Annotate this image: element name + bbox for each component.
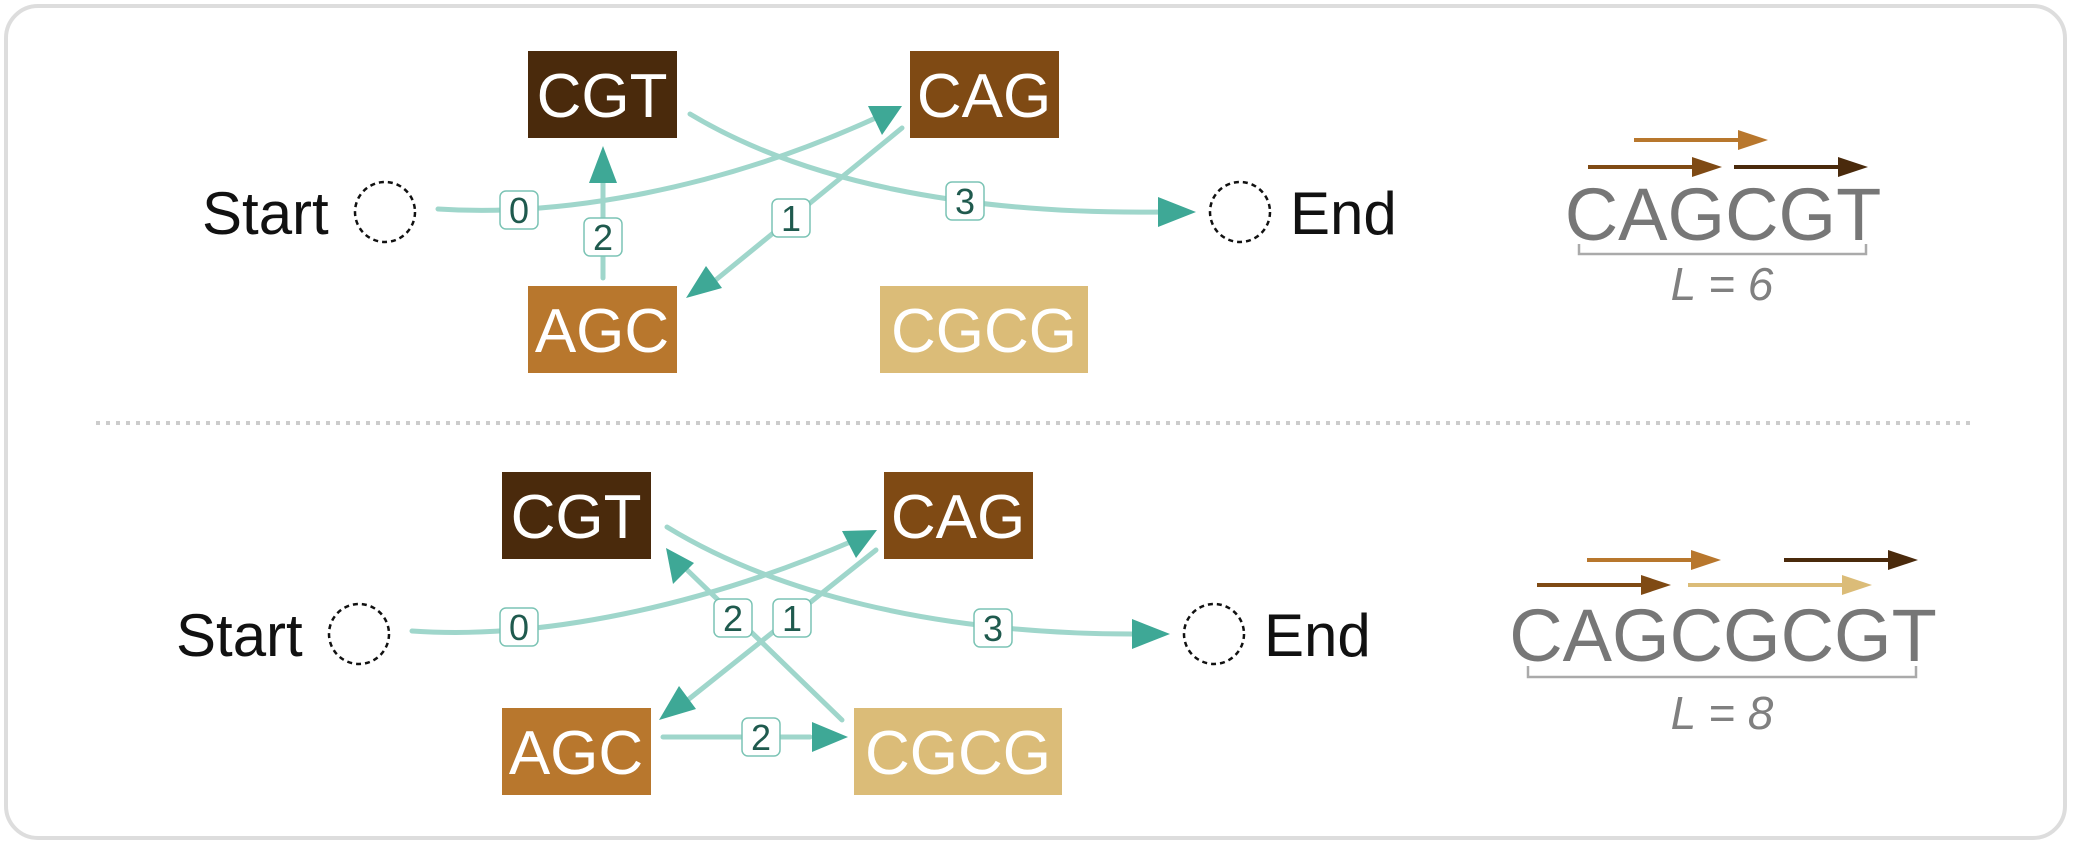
- length-bracket: [1577, 244, 1868, 256]
- edge-badge-box: [945, 181, 985, 221]
- arrowhead-agc: [686, 266, 722, 298]
- edge-badge-box: [771, 198, 811, 238]
- kmer-arrowhead: [1842, 575, 1872, 595]
- edge-badge-3: 3: [945, 181, 985, 222]
- edge-badge-label: 1: [782, 598, 802, 639]
- kmer-arrowhead: [1641, 575, 1671, 595]
- edge-badge-2b: 2: [741, 717, 781, 758]
- node-cgcg-box: [854, 708, 1062, 795]
- arrowhead-end: [1132, 619, 1170, 649]
- node-cag-box: [910, 51, 1059, 138]
- end-label: End: [1264, 602, 1371, 669]
- arrowhead-cgt: [589, 146, 617, 183]
- edge-cgcg-to-cgt: [680, 563, 845, 723]
- edge-badge-label: 2: [593, 217, 613, 258]
- kmer-arrowhead: [1692, 157, 1722, 177]
- edge-badge-0: 0: [499, 607, 539, 648]
- end-node: [1208, 180, 1272, 244]
- end-label: End: [1290, 180, 1397, 247]
- node-cag: CAG: [910, 51, 1059, 138]
- edge-badge-box: [973, 608, 1013, 648]
- arrowhead-cag: [868, 106, 902, 135]
- edge-cgt-to-end: [664, 524, 1143, 637]
- edge-badge-box: [499, 190, 539, 230]
- node-cgcg-label: CGCG: [891, 297, 1077, 366]
- edge-badge-1: 1: [772, 598, 812, 639]
- start-label: Start: [176, 602, 303, 669]
- kmer-arrowhead: [1888, 550, 1918, 570]
- kmer-arrows-top: [1588, 130, 1868, 177]
- edge-badge-box: [499, 607, 539, 647]
- start-node: [353, 180, 417, 244]
- node-agc-box: [502, 708, 651, 795]
- node-cgt: CGT: [502, 472, 651, 559]
- panel-bottom: CGT CAG AGC CGCG Start End 0 1 2: [176, 472, 1937, 795]
- edge-start-to-cag: [435, 113, 883, 213]
- edge-badge-box: [583, 217, 623, 257]
- node-cag: CAG: [884, 472, 1033, 559]
- length-bracket: [1526, 666, 1918, 679]
- arrowhead-agc: [659, 686, 696, 720]
- end-node: [1182, 602, 1246, 666]
- edge-badge-0: 0: [499, 190, 539, 231]
- edge-badge-box: [772, 598, 812, 638]
- arrowhead-cgcg: [812, 722, 848, 752]
- node-agc: AGC: [528, 286, 677, 373]
- node-cgt-box: [502, 472, 651, 559]
- sequence-text: CAGCGCGT: [1509, 594, 1937, 677]
- arrowhead-end: [1158, 197, 1196, 227]
- edge-badge-box: [713, 598, 753, 638]
- node-cgt-label: CGT: [511, 483, 642, 552]
- node-cag-label: CAG: [917, 62, 1051, 131]
- edge-start-to-cag: [409, 537, 858, 635]
- node-agc-label: AGC: [509, 719, 643, 788]
- node-cgt-box: [528, 51, 677, 138]
- panel-top: CGT CAG AGC CGCG Start End 0 1 2: [202, 51, 1881, 373]
- edge-badge-label: 3: [983, 608, 1003, 649]
- node-cgcg-box: [880, 286, 1088, 373]
- node-cag-label: CAG: [891, 483, 1025, 552]
- node-agc: AGC: [502, 708, 651, 795]
- edge-badge-3: 3: [973, 608, 1013, 649]
- node-cgt: CGT: [528, 51, 677, 138]
- edge-badge-label: 2: [751, 717, 771, 758]
- node-cgcg-label: CGCG: [865, 719, 1051, 788]
- kmer-arrowhead: [1738, 130, 1768, 150]
- node-cgt-label: CGT: [537, 62, 668, 131]
- edge-badge-label: 3: [955, 181, 975, 222]
- node-agc-label: AGC: [535, 297, 669, 366]
- length-label: L = 6: [1671, 258, 1774, 310]
- node-cgcg: CGCG: [880, 286, 1088, 373]
- start-node: [327, 602, 391, 666]
- length-label: L = 8: [1671, 687, 1774, 739]
- edge-badge-label: 0: [509, 190, 529, 231]
- node-cag-box: [884, 472, 1033, 559]
- edge-badge-label: 0: [509, 607, 529, 648]
- edge-cgt-to-end: [687, 111, 1168, 215]
- edge-badge-box: [741, 717, 781, 757]
- edge-badge-label: 1: [781, 198, 801, 239]
- kmer-arrowhead: [1838, 157, 1868, 177]
- arrowhead-cgt: [666, 548, 694, 584]
- edge-badge-label: 2: [723, 598, 743, 639]
- kmer-arrows-bottom: [1537, 550, 1918, 595]
- node-agc-box: [528, 286, 677, 373]
- edge-badge-2a: 2: [713, 598, 753, 639]
- node-cgcg: CGCG: [854, 708, 1062, 795]
- sequence-text: CAGCGT: [1565, 173, 1882, 256]
- edge-badge-1: 1: [771, 198, 811, 239]
- kmer-arrowhead: [1691, 550, 1721, 570]
- start-label: Start: [202, 180, 329, 247]
- edge-badge-2: 2: [583, 217, 623, 258]
- arrowhead-cag: [842, 530, 877, 558]
